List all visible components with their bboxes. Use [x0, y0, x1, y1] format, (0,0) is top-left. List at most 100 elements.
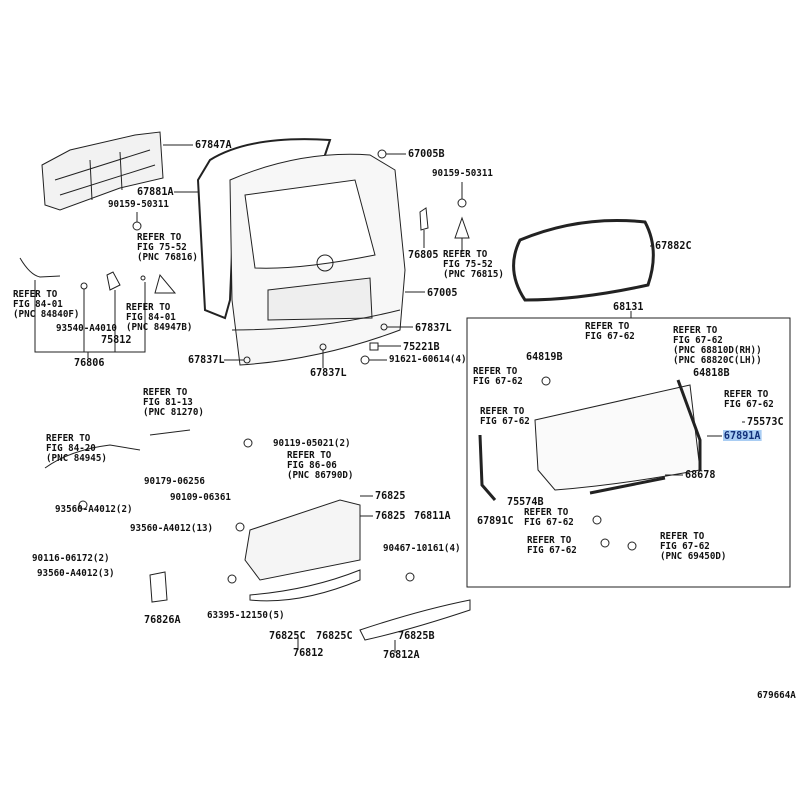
label-90159-50311-left[interactable]: 90159-50311 [108, 199, 169, 210]
part-67881A-shape [196, 138, 332, 320]
ref-line: REFER TO [527, 535, 572, 546]
label-75812[interactable]: 75812 [101, 333, 132, 346]
label-68131[interactable]: 68131 [613, 300, 644, 313]
label-67891C[interactable]: 67891C [477, 514, 514, 527]
label-63395-12150[interactable]: 63395-12150(5) [207, 610, 285, 621]
label-90467-10161[interactable]: 90467-10161(4) [383, 543, 461, 554]
ref-line: REFER TO [126, 302, 171, 313]
ref-line: REFER TO [143, 387, 188, 398]
label-91621-60614[interactable]: 91621-60614(4) [389, 354, 467, 365]
ref-line: REFER TO [724, 389, 769, 400]
part-67847A-shape [41, 131, 164, 211]
ref-line: (PNC 76815) [443, 269, 504, 280]
part-68131-glass [534, 384, 701, 491]
ref-line: REFER TO [46, 433, 91, 444]
label-93560-A4012-2[interactable]: 93560-A4012(2) [55, 504, 133, 515]
label-76825-b[interactable]: 76825 [375, 509, 406, 522]
label-76812A[interactable]: 76812A [383, 648, 420, 661]
ref-line: FIG 84-01 [13, 299, 63, 310]
label-76805[interactable]: 76805 [408, 248, 439, 261]
label-64818B[interactable]: 64818B [693, 366, 730, 379]
label-90159-50311-right[interactable]: 90159-50311 [432, 168, 493, 179]
glass-assembly-box [466, 317, 791, 588]
label-75221B[interactable]: 75221B [403, 340, 440, 353]
label-67005B[interactable]: 67005B [408, 147, 445, 160]
part-76812A-shape [359, 599, 471, 641]
label-67837L-bottom[interactable]: 67837L [310, 366, 347, 379]
part-76811A-shape [244, 499, 361, 581]
label-75573C[interactable]: 75573C [747, 415, 784, 428]
ref-line: FIG 81-13 [143, 397, 193, 408]
part-67882C-shape [512, 219, 655, 302]
ref-line: REFER TO [524, 507, 569, 518]
ref-line: (PNC 68810D(RH)) [673, 345, 762, 356]
label-76825C-b[interactable]: 76825C [316, 629, 353, 642]
label-76825B[interactable]: 76825B [398, 629, 435, 642]
ref-line: (PNC 84945) [46, 453, 107, 464]
label-93540-A4010[interactable]: 93540-A4010 [56, 323, 117, 334]
ref-line: FIG 67-62 [480, 416, 530, 427]
label-90119-05021[interactable]: 90119-05021(2) [273, 438, 351, 449]
label-76811A[interactable]: 76811A [414, 509, 451, 522]
ref-line: FIG 67-62 [673, 335, 723, 346]
label-75574B[interactable]: 75574B [507, 495, 544, 508]
ref-line: FIG 67-62 [524, 517, 574, 528]
ref-line: FIG 67-62 [660, 541, 710, 552]
label-76826A[interactable]: 76826A [144, 613, 181, 626]
ref-line: REFER TO [137, 232, 182, 243]
ref-line: FIG 75-52 [137, 242, 187, 253]
label-64819B[interactable]: 64819B [526, 350, 563, 363]
label-68678[interactable]: 68678 [685, 468, 716, 481]
ref-line: FIG 67-62 [527, 545, 577, 556]
label-90116-06172[interactable]: 90116-06172(2) [32, 553, 110, 564]
ref-line: (PNC 69450D) [660, 551, 727, 562]
ref-line: REFER TO [473, 366, 518, 377]
ref-line: FIG 67-62 [724, 399, 774, 410]
ref-line: FIG 75-52 [443, 259, 493, 270]
ref-line: REFER TO [443, 249, 488, 260]
label-67005[interactable]: 67005 [427, 286, 458, 299]
label-67837L-left[interactable]: 67837L [188, 353, 225, 366]
label-76825C-a[interactable]: 76825C [269, 629, 306, 642]
label-76812[interactable]: 76812 [293, 646, 324, 659]
label-67881A[interactable]: 67881A [137, 185, 174, 198]
ref-line: (PNC 76816) [137, 252, 198, 263]
ref-line: (PNC 86790D) [287, 470, 354, 481]
ref-line: FIG 84-20 [46, 443, 96, 454]
ref-line: REFER TO [585, 321, 630, 332]
ref-line: (PNC 84947B) [126, 322, 193, 333]
label-67847A[interactable]: 67847A [195, 138, 232, 151]
label-93560-A4012-3[interactable]: 93560-A4012(3) [37, 568, 115, 579]
ref-line: FIG 67-62 [473, 376, 523, 387]
label-67837L-right[interactable]: 67837L [415, 321, 452, 334]
ref-line: (PNC 81270) [143, 407, 204, 418]
label-90179-06256[interactable]: 90179-06256 [144, 476, 205, 487]
label-76806[interactable]: 76806 [74, 356, 105, 369]
ref-line: FIG 67-62 [585, 331, 635, 342]
ref-line: FIG 86-06 [287, 460, 337, 471]
label-76825-a[interactable]: 76825 [375, 489, 406, 502]
ref-line: (PNC 84840F) [13, 309, 80, 320]
label-67882C[interactable]: 67882C [655, 239, 692, 252]
label-67891A-highlighted[interactable]: 67891A [723, 429, 762, 442]
label-90109-06361[interactable]: 90109-06361 [170, 492, 231, 503]
label-93560-A4012-13[interactable]: 93560-A4012(13) [130, 523, 214, 534]
diagram-id: 679664A [757, 690, 796, 701]
